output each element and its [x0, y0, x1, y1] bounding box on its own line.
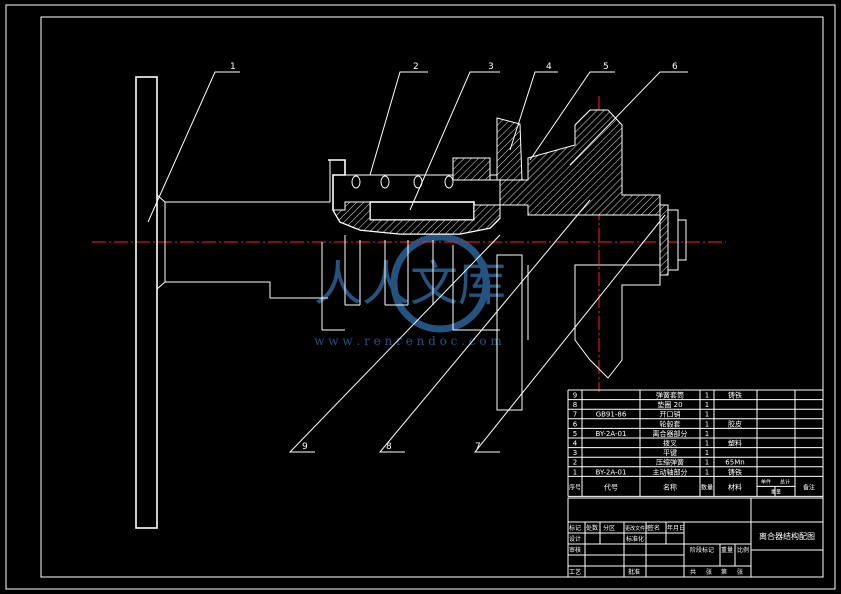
parts-row-qty: 1: [705, 420, 709, 428]
parts-header-qty: 数量: [701, 483, 713, 491]
parts-header-name: 名称: [663, 482, 677, 491]
parts-row-qty: 1: [705, 459, 709, 467]
part-5-clutch-body: [452, 109, 661, 379]
callout-8: 8: [386, 442, 392, 452]
tb-review: 审核: [569, 546, 581, 554]
parts-row-no: 3: [573, 449, 577, 457]
parts-row-code: GB91-86: [596, 411, 627, 419]
tb-design: 设计: [569, 535, 581, 543]
parts-row-no: 8: [573, 401, 577, 409]
parts-header-material: 材料: [728, 482, 742, 491]
parts-row-material: 铸铁: [728, 391, 742, 400]
part-1-driving-shaft: [135, 76, 331, 529]
parts-row-name: 垫圈 20: [657, 400, 682, 409]
tb-weight: 重量: [721, 546, 733, 554]
tb-approve: 批准: [628, 568, 640, 576]
parts-header-unit-weight: 单件: [761, 478, 771, 485]
parts-row-material: 胶皮: [728, 419, 742, 428]
parts-row-no: 2: [573, 459, 577, 467]
parts-row-qty: 1: [705, 468, 709, 476]
tb-mark: 标记: [569, 524, 581, 532]
parts-header-no: 序号: [569, 483, 581, 491]
parts-row-name: 压缩弹簧: [656, 458, 684, 467]
parts-row-no: 5: [573, 430, 577, 438]
parts-row-material: 65Mn: [725, 459, 744, 467]
parts-row-name: 平键: [663, 448, 677, 457]
title-block: 标记 处数 分区 更改文件号 签名 年月日 设计 标准化 阶段标记 重量 比例 …: [567, 497, 824, 578]
callout-3: 3: [488, 62, 494, 72]
parts-row-name: 轮毂套: [660, 419, 681, 428]
parts-header-remark: 备注: [803, 483, 815, 491]
tb-page: 第: [721, 568, 727, 576]
parts-header-weight: 重量: [771, 488, 781, 495]
tb-count: 处数: [586, 524, 598, 532]
parts-row-code: BY-2A-01: [596, 430, 627, 438]
watermark-logo: 人人文库 w w w . r e n r e n d o c . c o m: [314, 233, 506, 348]
parts-row-material: 铸铁: [728, 467, 742, 476]
parts-row-qty: 1: [705, 449, 709, 457]
part-3-flat-key: [332, 201, 501, 235]
tb-doc-no: 更改文件号: [625, 525, 650, 532]
tb-date: 年月日: [667, 524, 685, 532]
callout-leaders-top: [147, 71, 688, 223]
parts-row-name: 开口销: [660, 410, 681, 419]
parts-row-no: 4: [573, 440, 578, 448]
tb-process: 工艺: [569, 568, 581, 576]
tb-total: 共: [690, 568, 696, 576]
callout-5: 5: [603, 62, 609, 72]
parts-row-name: 主动轴部分: [653, 467, 688, 476]
inner-border: [40, 16, 824, 578]
parts-row-name: 拨叉: [663, 439, 677, 448]
callout-6: 6: [672, 62, 678, 72]
tb-sheet: 张: [706, 568, 712, 576]
tb-zone: 分区: [603, 524, 615, 532]
parts-row-name: 离合器部分: [653, 429, 688, 438]
callout-9: 9: [302, 442, 308, 452]
parts-row-name: 弹簧套筒: [656, 391, 684, 400]
part-6-hub-sleeve: [659, 204, 687, 276]
parts-row-no: 9: [573, 392, 577, 400]
tb-standardize: 标准化: [626, 535, 644, 543]
parts-row-no: 7: [573, 411, 577, 419]
watermark-text: 人人文库: [314, 256, 506, 312]
parts-row-qty: 1: [705, 440, 709, 448]
parts-header-total-weight: 总计: [780, 478, 790, 485]
tb-signature: 签名: [648, 524, 660, 532]
parts-header-code: 代号: [604, 482, 618, 491]
tb-scale: 比例: [737, 546, 749, 554]
parts-row-no: 6: [573, 420, 578, 428]
parts-row-qty: 1: [705, 401, 709, 409]
callout-7: 7: [475, 442, 481, 452]
callout-4: 4: [546, 62, 552, 72]
drawing-title: 离合器结构配图: [759, 531, 815, 541]
callout-leaders-bottom: [288, 199, 666, 453]
tb-sheet2: 张: [737, 568, 743, 576]
parts-row-qty: 1: [705, 392, 709, 400]
watermark-url: w w w . r e n r e n d o c . c o m: [314, 334, 502, 348]
callout-2: 2: [413, 62, 419, 72]
parts-row-qty: 1: [705, 411, 709, 419]
tb-stage-mark: 阶段标记: [690, 546, 714, 554]
parts-row-material: 塑料: [728, 439, 742, 448]
parts-row-qty: 1: [705, 430, 709, 438]
parts-row-code: BY-2A-01: [596, 468, 627, 476]
outer-border: [5, 4, 836, 590]
parts-row-no: 1: [573, 468, 577, 476]
callout-1: 1: [230, 62, 236, 72]
